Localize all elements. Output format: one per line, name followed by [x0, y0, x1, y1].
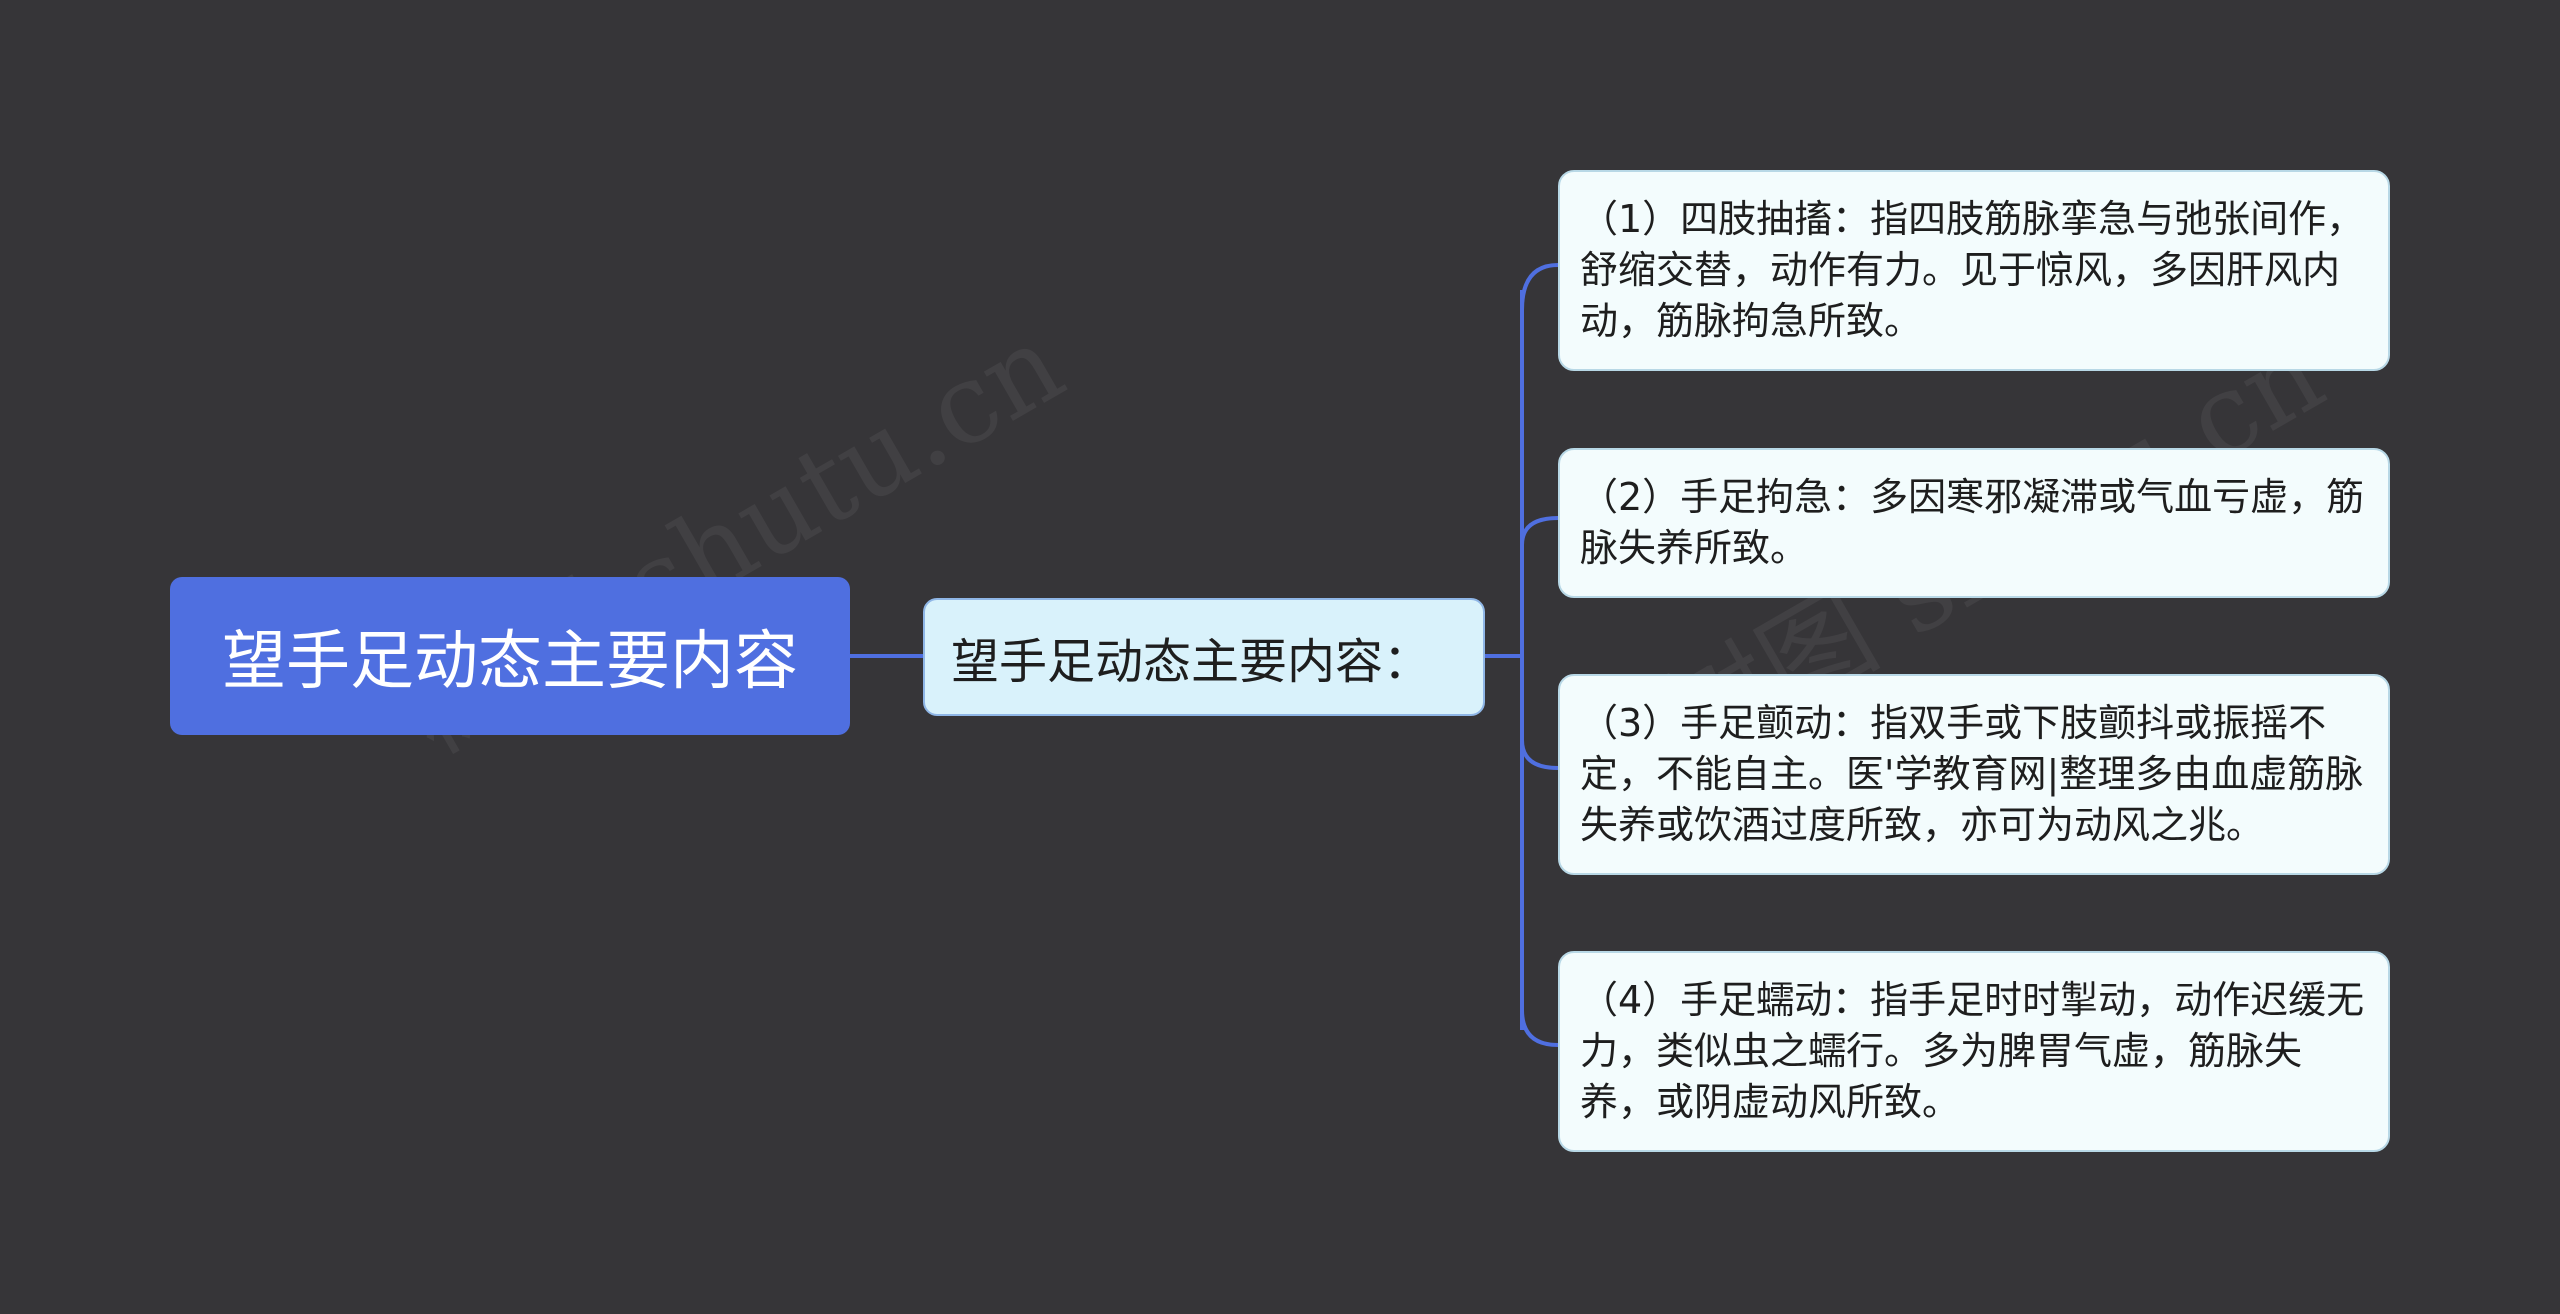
- leaf-node-3[interactable]: （3）手足颤动：指双手或下肢颤抖或振摇不定，不能自主。医'学教育网|整理多由血虚…: [1558, 674, 2390, 875]
- connector-branch-4: [1520, 1009, 1559, 1047]
- topic-node[interactable]: 望手足动态主要内容：: [923, 598, 1485, 716]
- root-node[interactable]: 望手足动态主要内容: [170, 577, 850, 735]
- leaf-node-1[interactable]: （1）四肢抽搐：指四肢筋脉挛急与弛张间作，舒缩交替，动作有力。见于惊风，多因肝风…: [1558, 170, 2390, 371]
- connector-branch-2: [1520, 516, 1559, 546]
- connector-branch-3: [1520, 739, 1559, 770]
- leaf-node-4[interactable]: （4）手足蠕动：指手足时时掣动，动作迟缓无力，类似虫之蠕行。多为脾胃气虚，筋脉失…: [1558, 951, 2390, 1152]
- connector-trunk: [1485, 290, 1524, 1030]
- connector-branch-1: [1520, 263, 1559, 311]
- leaf-node-2[interactable]: （2）手足拘急：多因寒邪凝滞或气血亏虚，筋脉失养所致。: [1558, 448, 2390, 598]
